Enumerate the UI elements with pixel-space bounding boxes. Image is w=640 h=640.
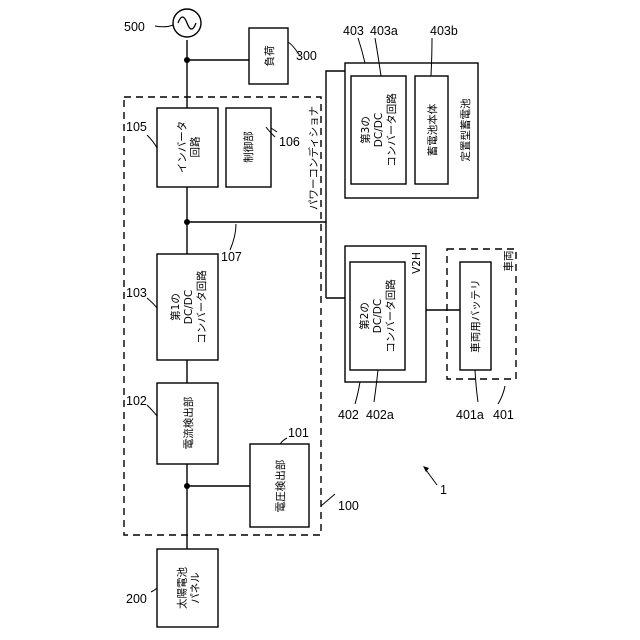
voltage-detector-label-line: 電圧検出部 (274, 460, 287, 513)
load-label-line: 負荷 (264, 46, 276, 67)
solar-panel-label-line: パネル (190, 572, 202, 604)
power-conditioner-label: パワーコンディショナ (307, 106, 320, 210)
grid-ac-source (173, 9, 201, 37)
ref-402: 402 (338, 408, 359, 422)
ref-300: 300 (296, 49, 317, 63)
vehicle-battery-label-line: 車両用バッテリ (469, 279, 482, 353)
dcdc3-label-line: DC/DC (373, 113, 385, 147)
battery-body-label-line: 蓄電池本体 (426, 103, 439, 156)
stationary-battery-label: 定置型蓄電池 (459, 98, 472, 161)
system-arrow-icon (423, 466, 437, 485)
ref-106: 106 (279, 135, 300, 149)
v2h-label: V2H (411, 252, 423, 274)
inverter-label-line: 回路 (189, 136, 202, 157)
junction-bus (184, 219, 190, 225)
ref-1: 1 (440, 483, 447, 497)
ref-403b: 403b (430, 24, 458, 38)
solar-panel-label-line: 太陽電池 (176, 567, 189, 609)
inverter-label-line: インバータ (177, 121, 189, 174)
ref-401a: 401a (456, 408, 484, 422)
dcdc2-label-line: 第2の (358, 302, 371, 330)
dcdc1-label-line: 第1の (169, 293, 182, 321)
dcdc3-label-line: コンバータ回路 (385, 93, 398, 167)
junction-load (184, 57, 190, 63)
ref-401: 401 (493, 408, 514, 422)
ref-102: 102 (126, 394, 147, 408)
dcdc2-label-line: コンバータ回路 (384, 279, 397, 353)
ref-107: 107 (221, 250, 242, 264)
vehicle-label-line: 車両 (502, 251, 515, 272)
dcdc2-label-line: DC/DC (372, 299, 384, 333)
ref-101: 101 (288, 426, 309, 440)
current-detector-label: 電流検出部 (182, 397, 195, 450)
controller-label: 制御部 (242, 131, 255, 163)
dcdc1-label-line: DC/DC (183, 290, 195, 324)
ref-403: 403 (343, 24, 364, 38)
ref-103: 103 (126, 286, 147, 300)
battery-body-label: 蓄電池本体 (426, 103, 439, 156)
dcdc1-label-line: コンバータ回路 (195, 270, 208, 344)
dcdc3-label-line: 第3の (359, 116, 372, 144)
v2h-label-line: V2H (411, 252, 423, 274)
ref-105: 105 (126, 120, 147, 134)
vehicle-label: 車両 (502, 251, 515, 272)
ref-500: 500 (124, 20, 145, 34)
power-conditioner-label-line: パワーコンディショナ (307, 106, 320, 210)
ref-402a: 402a (366, 408, 394, 422)
ref-200: 200 (126, 592, 147, 606)
ref-403a: 403a (370, 24, 398, 38)
voltage-detector-label: 電圧検出部 (274, 460, 287, 513)
vehicle-battery-label: 車両用バッテリ (469, 279, 482, 353)
stationary-battery-label-line: 定置型蓄電池 (459, 98, 472, 161)
ref-100: 100 (338, 499, 359, 513)
junction-voltage (184, 483, 190, 489)
controller-label-line: 制御部 (242, 131, 255, 163)
load-label: 負荷 (264, 46, 276, 67)
current-detector-label-line: 電流検出部 (182, 397, 195, 450)
